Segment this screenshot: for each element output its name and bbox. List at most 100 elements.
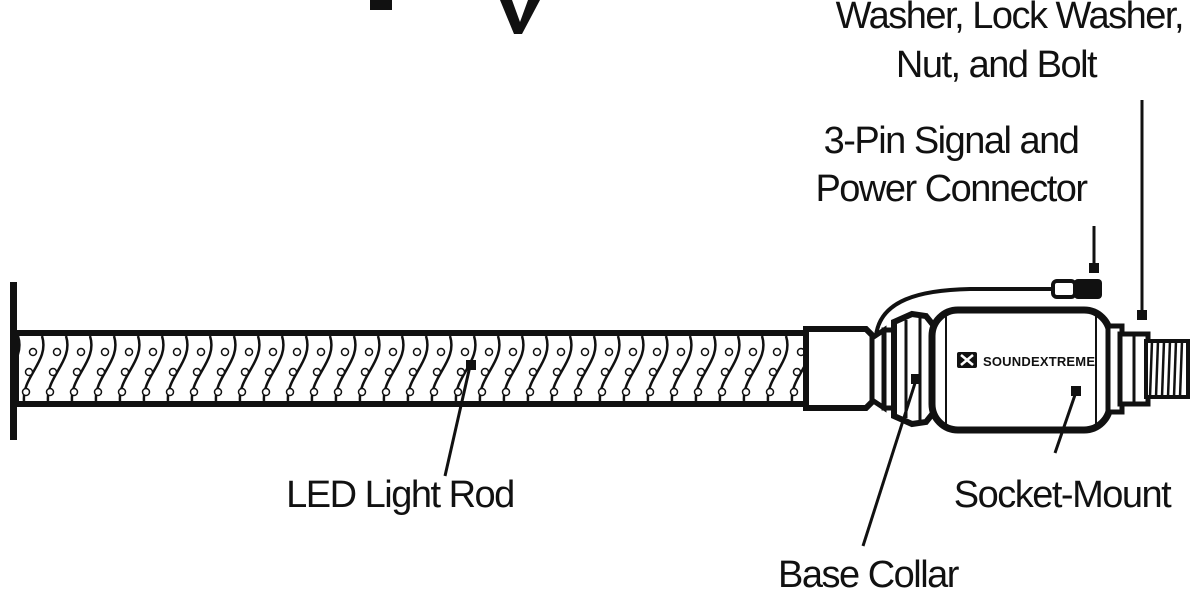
led-dot — [69, 387, 79, 397]
led-dot — [484, 347, 494, 357]
led-dot — [477, 387, 487, 397]
washer-nut-bolt — [1105, 323, 1190, 415]
led-dot — [744, 367, 754, 377]
led-dot — [408, 367, 418, 377]
led-dot — [624, 367, 634, 377]
leader-base-collar — [861, 379, 918, 547]
led-dot — [432, 367, 442, 377]
led-dot — [309, 387, 319, 397]
led-dot — [556, 347, 566, 357]
led-dot — [621, 387, 631, 397]
label-connector-line2: Power Connector — [815, 168, 1088, 210]
led-dot — [508, 347, 518, 357]
led-dot — [676, 347, 686, 357]
led-dot — [573, 387, 583, 397]
led-dot — [189, 387, 199, 397]
led-dot — [340, 347, 350, 357]
led-dot — [45, 387, 55, 397]
brand-wordmark: SOUNDEXTREME — [983, 354, 1095, 369]
led-dot — [549, 387, 559, 397]
led-dot — [172, 347, 182, 357]
led-dot — [600, 367, 610, 377]
led-dot — [124, 347, 134, 357]
led-dot — [772, 347, 782, 357]
led-dot — [268, 347, 278, 357]
soundextreme-logo-icon — [957, 352, 977, 368]
leader-led-rod — [443, 365, 472, 477]
led-dot — [292, 347, 302, 357]
led-dot — [412, 347, 422, 357]
led-dot — [312, 367, 322, 377]
led-dot — [333, 387, 343, 397]
led-dot — [528, 367, 538, 377]
three-pin-connector — [1051, 279, 1102, 299]
led-dot — [552, 367, 562, 377]
led-dot — [525, 387, 535, 397]
led-dot — [576, 367, 586, 377]
led-dot — [669, 387, 679, 397]
led-dot — [28, 347, 38, 357]
led-dot — [480, 367, 490, 377]
led-dot — [264, 367, 274, 377]
led-dot — [360, 367, 370, 377]
led-dot — [436, 347, 446, 357]
led-dot — [720, 367, 730, 377]
led-dot — [693, 387, 703, 397]
led-dot — [604, 347, 614, 357]
led-dot — [21, 387, 31, 397]
led-dot — [96, 367, 106, 377]
led-dot — [501, 387, 511, 397]
led-dot — [148, 347, 158, 357]
led-dot — [724, 347, 734, 357]
led-dot — [165, 387, 175, 397]
signal-cable — [874, 287, 1055, 337]
led-dot — [93, 387, 103, 397]
led-dot — [261, 387, 271, 397]
led-dot — [285, 387, 295, 397]
led-dot — [2, 369, 9, 376]
bolt-threads — [1148, 340, 1184, 398]
led-dot — [384, 367, 394, 377]
led-dot — [100, 347, 110, 357]
label-washer-line2: Nut, and Bolt — [896, 44, 1098, 86]
led-dot — [580, 347, 590, 357]
led-dot — [597, 387, 607, 397]
socket-mount-body: SOUNDEXTREME — [928, 306, 1114, 434]
led-dot — [52, 347, 62, 357]
led-dot — [504, 367, 514, 377]
led-dot — [48, 367, 58, 377]
led-dot — [672, 367, 682, 377]
led-dot — [652, 347, 662, 357]
label-base-collar: Base Collar — [778, 554, 960, 594]
led-dot — [196, 347, 206, 357]
led-dot — [213, 387, 223, 397]
spiral-stripe — [16, 335, 21, 363]
led-dot — [364, 347, 374, 357]
led-dot — [388, 347, 398, 357]
label-washer-line1: Washer, Lock Washer, — [836, 0, 1183, 37]
led-dot — [405, 387, 415, 397]
led-dot — [696, 367, 706, 377]
led-dot — [429, 387, 439, 397]
led-dot — [117, 387, 127, 397]
led-dot — [648, 367, 658, 377]
led-dot — [768, 367, 778, 377]
led-dot — [789, 387, 799, 397]
led-dot — [765, 387, 775, 397]
led-dot — [645, 387, 655, 397]
label-connector-line1: 3-Pin Signal and — [824, 120, 1079, 162]
led-dot — [792, 367, 802, 377]
led-dot — [717, 387, 727, 397]
led-dot — [288, 367, 298, 377]
rod-end-cap — [803, 326, 877, 411]
led-dot — [700, 347, 710, 357]
led-dot — [460, 347, 470, 357]
led-dot — [244, 347, 254, 357]
led-dot — [532, 347, 542, 357]
led-dot — [316, 347, 326, 357]
led-dot — [220, 347, 230, 357]
led-dot — [336, 367, 346, 377]
leader-lines — [443, 100, 1147, 547]
led-dot — [144, 367, 154, 377]
